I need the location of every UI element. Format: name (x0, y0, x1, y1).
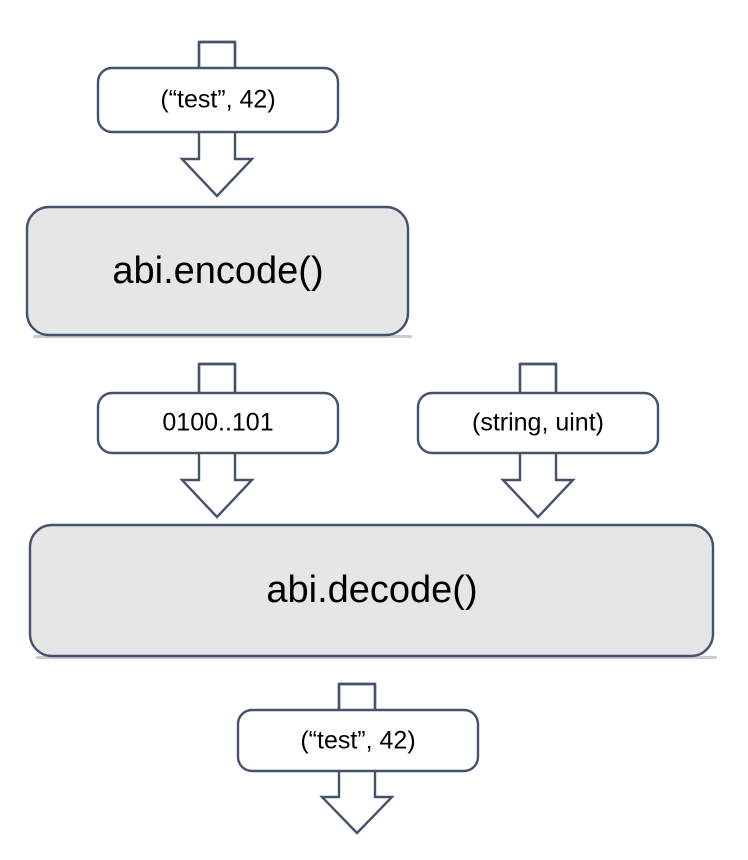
node-abi-encode-label: abi.encode() (112, 250, 323, 292)
node-type-tuple[interactable]: (string, uint) (416, 391, 660, 455)
arrow-out-of-output (319, 767, 395, 835)
node-abi-decode[interactable]: abi.decode() (28, 523, 717, 659)
node-encoded-bytes[interactable]: 0100..101 (96, 391, 340, 455)
node-input-tuple-shape (96, 66, 340, 134)
node-type-tuple-label: (string, uint) (472, 409, 604, 437)
node-abi-encode[interactable]: abi.encode() (25, 205, 412, 338)
node-input-tuple-label: (“test”, 42) (160, 86, 275, 114)
arrow-into-types-sides (518, 362, 558, 394)
arrow-input-to-encode (179, 128, 255, 198)
node-abi-decode-shape (28, 523, 715, 658)
node-output-tuple-shape (236, 708, 480, 773)
arrow-into-input-tuple-sides (197, 40, 237, 70)
arrow-into-encoded-sides (197, 362, 237, 394)
arrow-encoded-to-decode (179, 449, 255, 519)
node-type-tuple-shape (416, 391, 660, 455)
arrow-types-to-decode (500, 449, 576, 519)
node-output-tuple-label: (“test”, 42) (300, 727, 415, 755)
node-encoded-bytes-shape (96, 391, 340, 455)
node-encoded-bytes-label: 0100..101 (162, 409, 273, 437)
node-output-tuple[interactable]: (“test”, 42) (236, 708, 480, 773)
arrow-into-output-sides (337, 682, 377, 712)
node-abi-decode-label: abi.decode() (266, 569, 477, 611)
node-abi-encode-shape (25, 205, 410, 337)
node-input-tuple[interactable]: (“test”, 42) (96, 66, 340, 134)
